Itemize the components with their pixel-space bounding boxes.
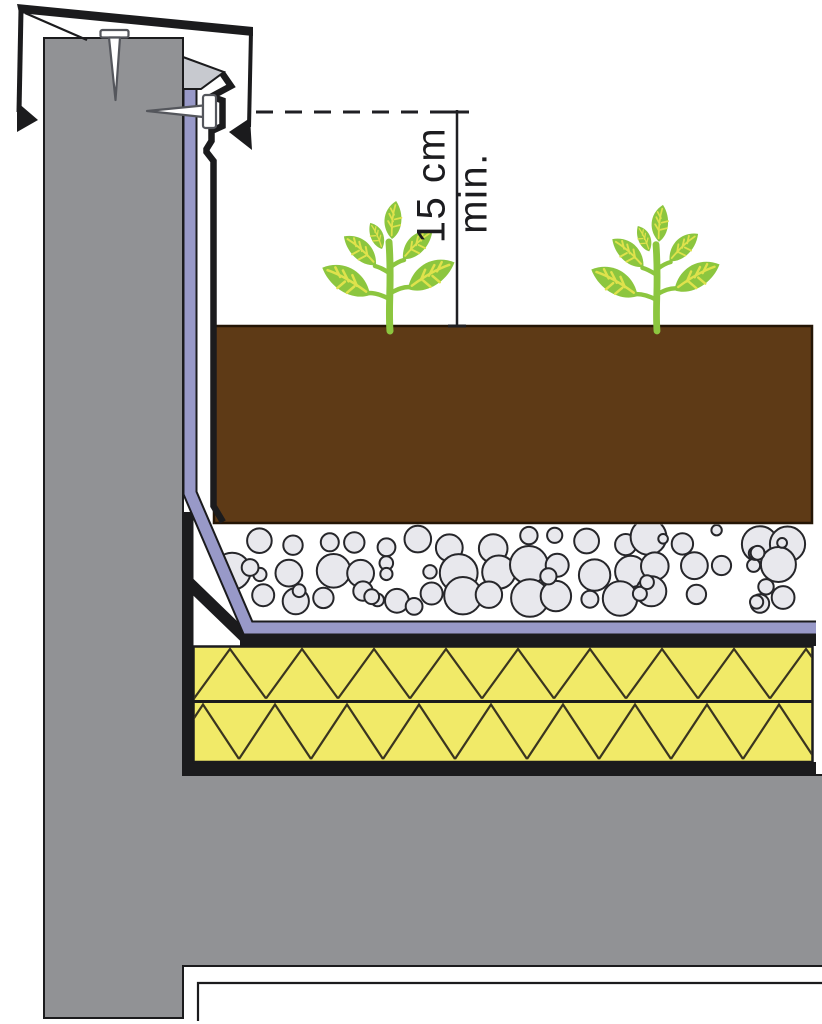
substrate-soil-layer <box>212 324 814 525</box>
drainage-pebble-layer <box>205 518 807 618</box>
vertical-fastener-icon <box>99 28 130 102</box>
coping-right-face <box>247 30 253 128</box>
seedling-icon <box>587 203 724 331</box>
waterproofing-membrane <box>182 512 816 776</box>
coping-right-drip-edge <box>229 118 252 150</box>
coping-left-face <box>16 9 24 113</box>
insulation-hatching <box>194 647 812 760</box>
horizontal-fastener-icon <box>145 93 218 130</box>
dimension-value-label: 15 cm <box>409 126 454 244</box>
coping-underside-line <box>24 11 88 42</box>
coping-left-drip-edge <box>17 102 38 132</box>
flashing-wedge <box>182 55 227 90</box>
dimension-qualifier-label: min. <box>451 152 496 234</box>
ceiling-finish-line <box>196 981 822 1021</box>
separation-membrane <box>184 89 816 634</box>
dimension-annotation <box>256 110 469 328</box>
thermal-insulation-layer <box>192 645 814 764</box>
metal-coping <box>16 4 253 150</box>
coping-top <box>17 4 253 36</box>
